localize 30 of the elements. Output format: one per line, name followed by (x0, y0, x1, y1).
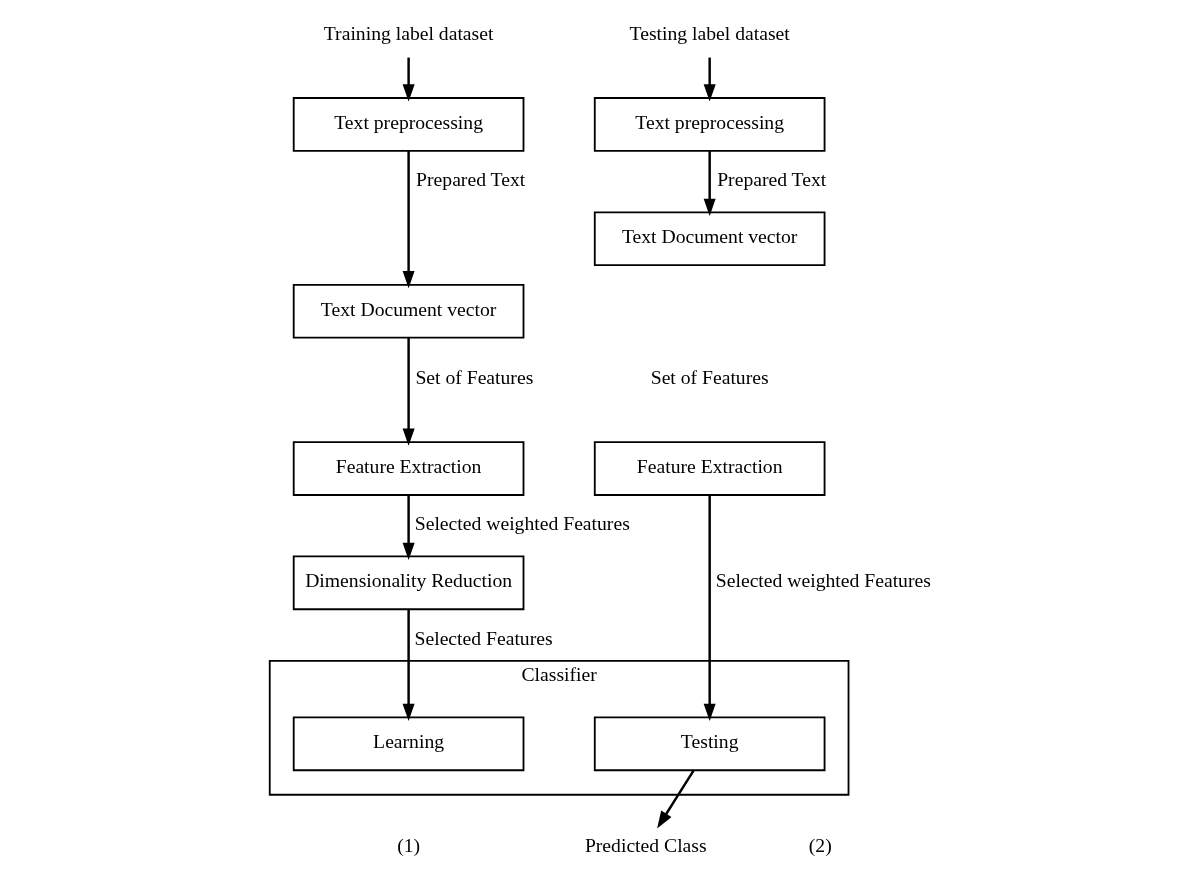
edge-label: Prepared Text (717, 168, 827, 191)
node-text: Predicted Class (584, 834, 707, 857)
node-box: Feature Extraction (292, 441, 525, 496)
arrow (402, 495, 415, 561)
edge-label: Set of Features (415, 366, 534, 389)
node-box: Learning (292, 716, 525, 772)
arrow (657, 769, 695, 829)
label: (2) (808, 834, 832, 857)
arrow (402, 609, 415, 721)
node-box: Dimensionality Reduction (292, 555, 525, 611)
edge-label: Selected Features (414, 626, 553, 649)
arrow (703, 495, 716, 721)
edge-label: Selected weighted Features (715, 569, 931, 592)
arrow (402, 57, 415, 102)
arrow (402, 150, 415, 289)
arrow (703, 57, 716, 102)
node-text: Testing label dataset (629, 22, 790, 45)
node-text: Training label dataset (323, 22, 494, 45)
edge-label: Selected weighted Features (414, 512, 630, 535)
edge-label: Prepared Text (416, 168, 526, 191)
node-box: Feature Extraction (593, 441, 826, 496)
node-box: Text Document vector (292, 283, 525, 339)
arrow (703, 151, 716, 216)
label: Set of Features (650, 366, 769, 389)
label: (1) (397, 834, 421, 857)
node-box: Testing (593, 716, 826, 772)
node-box: Text Document vector (593, 211, 826, 267)
arrow (402, 337, 415, 446)
node-box: Text preprocessing (292, 97, 525, 152)
node-box: Text preprocessing (593, 97, 826, 152)
